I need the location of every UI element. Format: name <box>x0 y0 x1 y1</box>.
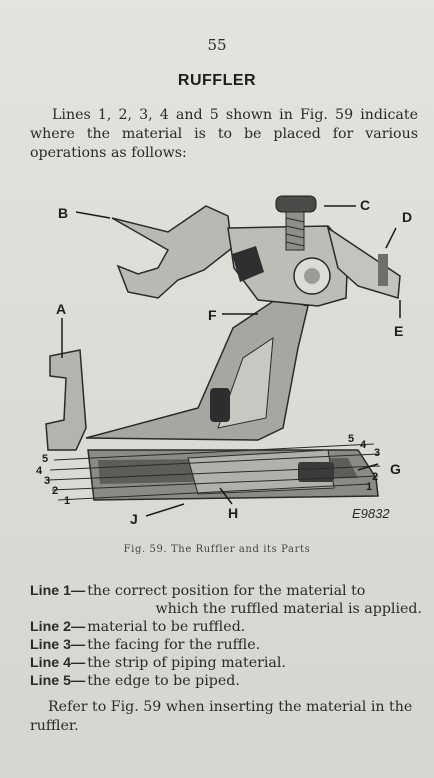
plate-id: E9832 <box>352 506 390 521</box>
guide-clip <box>298 462 334 482</box>
line-item: Line 3— the facing for the ruffle. <box>30 636 422 654</box>
line-text: material to be ruffled. <box>87 619 246 635</box>
line-text: the edge to be piped. <box>87 673 240 689</box>
line-label: Line 1— <box>30 583 86 599</box>
line-label: Line 4— <box>30 655 86 671</box>
ruffler-illustration: B A C D E F G H J 1 2 3 4 5 5 4 3 2 1 <box>36 195 412 527</box>
label-e: E <box>394 323 403 339</box>
line-num-3: 3 <box>44 475 50 487</box>
fork-arm <box>111 205 233 299</box>
ruffler-arm <box>85 297 309 441</box>
line-label: Line 3— <box>30 637 86 653</box>
line-item: Line 1— the correct position for the mat… <box>30 582 422 600</box>
line-num-5-right: 5 <box>348 433 354 445</box>
line-num-4-right: 4 <box>360 439 367 451</box>
line-text: the correct position for the material to <box>87 583 366 599</box>
part-labels: B A C D E F G H J <box>56 197 412 527</box>
line-num-3-right: 3 <box>374 447 380 459</box>
page-number: 55 <box>207 36 227 54</box>
line-num-1: 1 <box>64 495 70 507</box>
adjusting-slot <box>210 388 230 422</box>
label-g: G <box>390 461 401 477</box>
line-num-4: 4 <box>36 465 43 477</box>
line-text-continued: which the ruffled material is applied. <box>155 601 422 617</box>
line-label: Line 2— <box>30 619 86 635</box>
refer-paragraph: Refer to Fig. 59 when inserting the mate… <box>30 699 413 734</box>
label-f: F <box>208 307 217 323</box>
label-b: B <box>58 205 68 221</box>
foot-hook <box>45 349 87 451</box>
spring-coils <box>285 217 305 247</box>
label-a: A <box>56 301 66 317</box>
line-num-1-right: 1 <box>366 481 372 493</box>
line-item: Line 4— the strip of piping material. <box>30 654 422 672</box>
pivot-screw <box>304 268 320 284</box>
ruffler-figure: B A C D E F G H J 1 2 3 4 5 5 4 3 2 1 <box>28 188 416 528</box>
label-c: C <box>360 197 370 213</box>
line-num-2: 2 <box>52 485 58 497</box>
line-text: the facing for the ruffle. <box>87 637 261 653</box>
line-item: Line 5— the edge to be piped. <box>30 672 422 690</box>
line-text: the strip of piping material. <box>87 655 286 671</box>
arm-highlight <box>217 337 274 429</box>
label-h: H <box>228 505 238 521</box>
figure-caption: Fig. 59. The Ruffler and its Parts <box>123 544 311 555</box>
intro-paragraph: Lines 1, 2, 3, 4 and 5 shown in Fig. 59 … <box>30 107 418 161</box>
label-j: J <box>130 511 138 527</box>
material-lines <box>47 443 381 501</box>
line-label: Line 5— <box>30 673 86 689</box>
link-plate <box>232 246 264 282</box>
adjusting-screw-head <box>275 195 317 213</box>
line-num-2-right: 2 <box>372 471 378 483</box>
line-definitions: Line 1— the correct position for the mat… <box>30 582 422 690</box>
fork-pin <box>378 254 388 286</box>
line-num-5: 5 <box>42 453 48 465</box>
line-number-labels: 1 2 3 4 5 5 4 3 2 1 <box>36 433 380 507</box>
callout-arrows <box>61 205 401 517</box>
label-d: D <box>402 209 412 225</box>
line-item: Line 2— material to be ruffled. <box>30 618 422 636</box>
page-title: RUFFLER <box>177 72 257 89</box>
